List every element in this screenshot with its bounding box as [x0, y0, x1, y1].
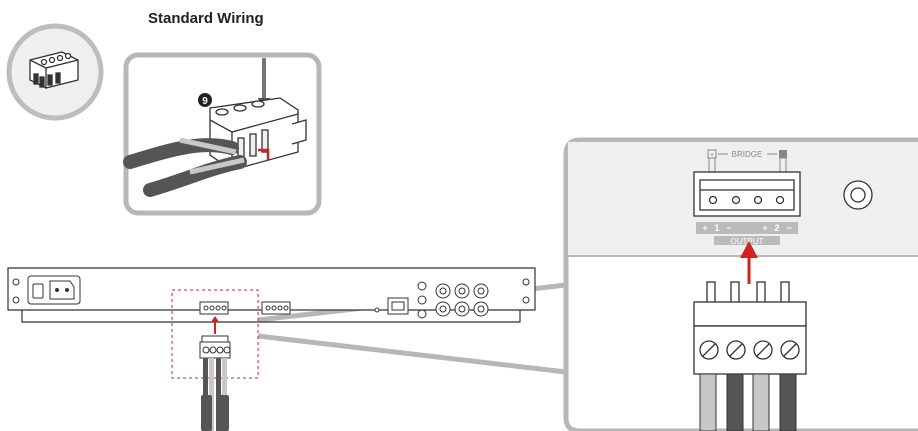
terminal-minus-1: −: [726, 223, 731, 233]
rca-jack-icon: [417, 281, 489, 319]
output-label: OUTPUT: [731, 237, 764, 246]
terminal-block-icon-badge: [6, 23, 104, 121]
svg-text:+: +: [710, 152, 714, 159]
iec-power-inlet-icon: [27, 275, 81, 305]
red-arrow-icon: [740, 241, 758, 284]
output-terminal-strip: + 1 − + 2 − OUTPUT: [696, 222, 798, 246]
terminal-number-1: 1: [714, 223, 719, 233]
amplifier-rear-panel: [7, 267, 536, 323]
terminal-plus-1: +: [702, 223, 707, 233]
terminal-minus-2: −: [786, 223, 791, 233]
output-highlight-box: [171, 289, 259, 431]
red-arrow-icon: [211, 316, 219, 322]
ethernet-port-icon: [374, 297, 409, 315]
terminal-plus-2: +: [762, 223, 767, 233]
speaker-wires: [699, 373, 797, 431]
output-zoom-panel: + BRIDGE + 1 − +: [563, 137, 918, 431]
terminal-number-2: 2: [774, 223, 779, 233]
page-title: Standard Wiring: [148, 10, 264, 27]
red-arrow-icon: [258, 148, 270, 160]
callout-number: 9: [202, 96, 208, 107]
panel-knob: [843, 180, 873, 210]
wiring-detail-panel: 9: [123, 52, 322, 216]
terminal-block-plug: [693, 281, 807, 375]
output-socket: [693, 171, 801, 217]
callout-badge: 9: [198, 93, 212, 107]
terminal-block-icon: [29, 51, 79, 89]
bridge-label: BRIDGE: [732, 150, 763, 159]
